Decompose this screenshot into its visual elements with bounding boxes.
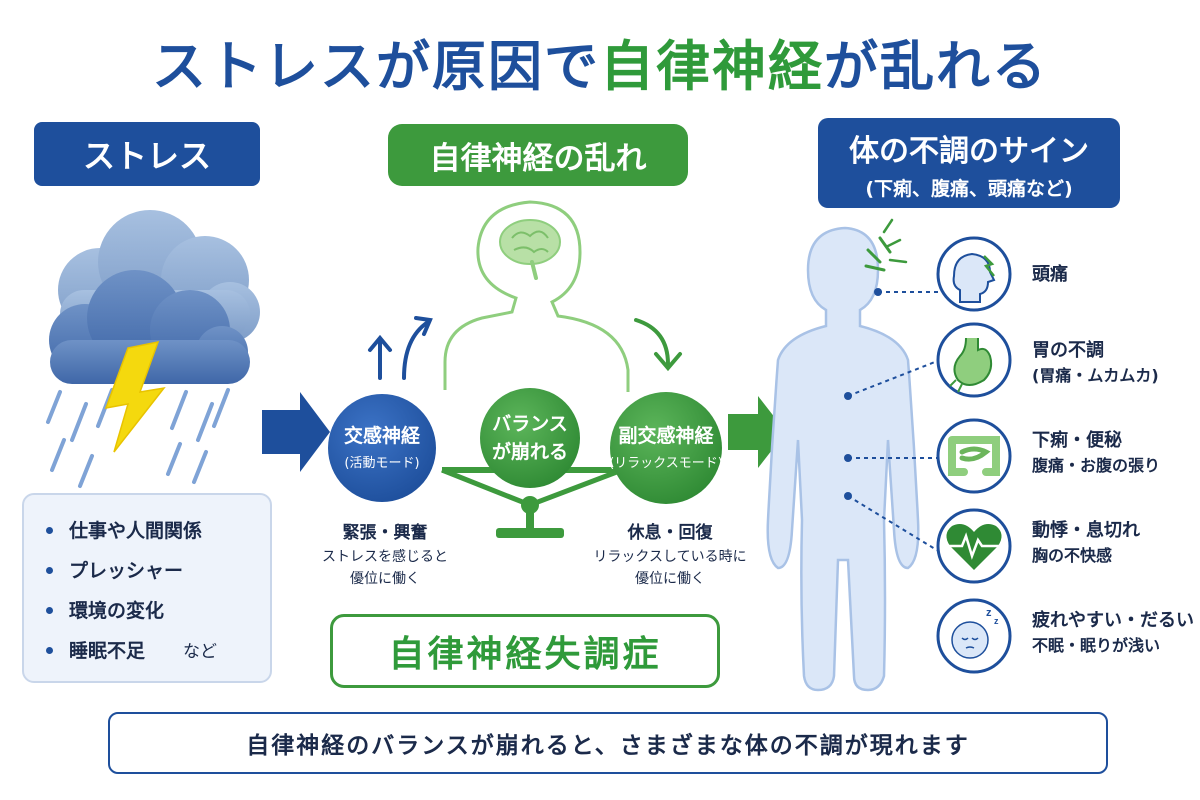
symptom-fatigue: 疲れやすい・だるい 不眠・眠りが浅い <box>1032 610 1194 655</box>
svg-text:z: z <box>994 616 999 626</box>
list-item: 睡眠不足など <box>46 631 252 671</box>
symptom-stomach: 胃の不調 (胃痛・ムカムカ) <box>1032 340 1159 385</box>
svg-text:z: z <box>986 607 992 619</box>
balance-label: バランス が崩れる <box>491 413 568 463</box>
brain-icon <box>499 219 561 280</box>
sympathetic-circle <box>328 394 436 502</box>
stress-header: ストレス <box>34 122 260 186</box>
sleepy-face-icon: z z <box>936 598 1012 674</box>
arrow-down-curved-icon <box>634 318 682 372</box>
signs-header-title: 体の不調のサイン <box>849 133 1089 169</box>
balance-circle <box>480 388 580 488</box>
causes-etc: など <box>183 642 218 662</box>
bullet-icon <box>46 566 53 574</box>
stress-causes-list: 仕事や人間関係 プレッシャー 環境の変化 睡眠不足など <box>46 511 252 671</box>
sympathetic-label: 交感神経 (活動モード) <box>343 424 420 471</box>
head-ache-icon <box>936 236 1012 312</box>
title-stress: ストレス <box>152 35 376 98</box>
arrow-up-icon <box>368 316 433 380</box>
human-body-figure <box>766 226 920 692</box>
connector-lines <box>847 291 941 553</box>
bullet-icon <box>46 646 53 654</box>
title-disturbed: が乱れる <box>824 35 1048 98</box>
page-title: ストレスが原因で自律神経が乱れる <box>0 22 1200 101</box>
list-item: プレッシャー <box>46 551 252 591</box>
stomach-icon <box>936 322 1012 398</box>
lightning-icon <box>104 341 166 453</box>
human-head-icon <box>443 200 630 392</box>
title-autonomic: 自律神経 <box>600 35 824 98</box>
title-cause: が原因で <box>376 35 600 98</box>
symptom-headache: 頭痛 <box>1032 264 1068 285</box>
signs-header: 体の不調のサイン (下痢、腹痛、頭痛など) <box>818 118 1120 208</box>
parasympathetic-caption: 休息・回復 リラックスしている時に 優位に働く <box>593 523 747 587</box>
bottom-message: 自律神経のバランスが崩れると、さまざまな体の不調が現れます <box>108 712 1108 774</box>
stress-causes-box: 仕事や人間関係 プレッシャー 環境の変化 睡眠不足など <box>22 493 272 683</box>
disorder-box: 自律神経失調症 <box>330 614 720 688</box>
arrow-right-icon <box>262 392 330 472</box>
head-ache-marks <box>864 236 892 272</box>
connector-dots <box>844 288 882 500</box>
bullet-icon <box>46 606 53 614</box>
signs-header-sub: (下痢、腹痛、頭痛など) <box>865 177 1073 200</box>
autonomic-header: 自律神経の乱れ <box>388 124 688 186</box>
parasympathetic-circle <box>610 392 722 504</box>
bullet-icon <box>46 526 53 534</box>
symptom-intestine: 下痢・便秘 腹痛・お腹の張り <box>1032 430 1161 475</box>
sympathetic-caption: 緊張・興奮 ストレスを感じると 優位に働く <box>322 523 448 587</box>
heart-pulse-icon <box>936 508 1012 584</box>
symptom-heart: 動悸・息切れ 胸の不快感 <box>1032 520 1140 565</box>
intestine-icon <box>936 418 1012 494</box>
list-item: 仕事や人間関係 <box>46 511 252 551</box>
list-item: 環境の変化 <box>46 591 252 631</box>
parasympathetic-label: 副交感神経 (リラックスモード) <box>609 424 723 471</box>
storm-cloud-icon <box>49 210 260 384</box>
ache-spark-icon <box>882 218 908 264</box>
